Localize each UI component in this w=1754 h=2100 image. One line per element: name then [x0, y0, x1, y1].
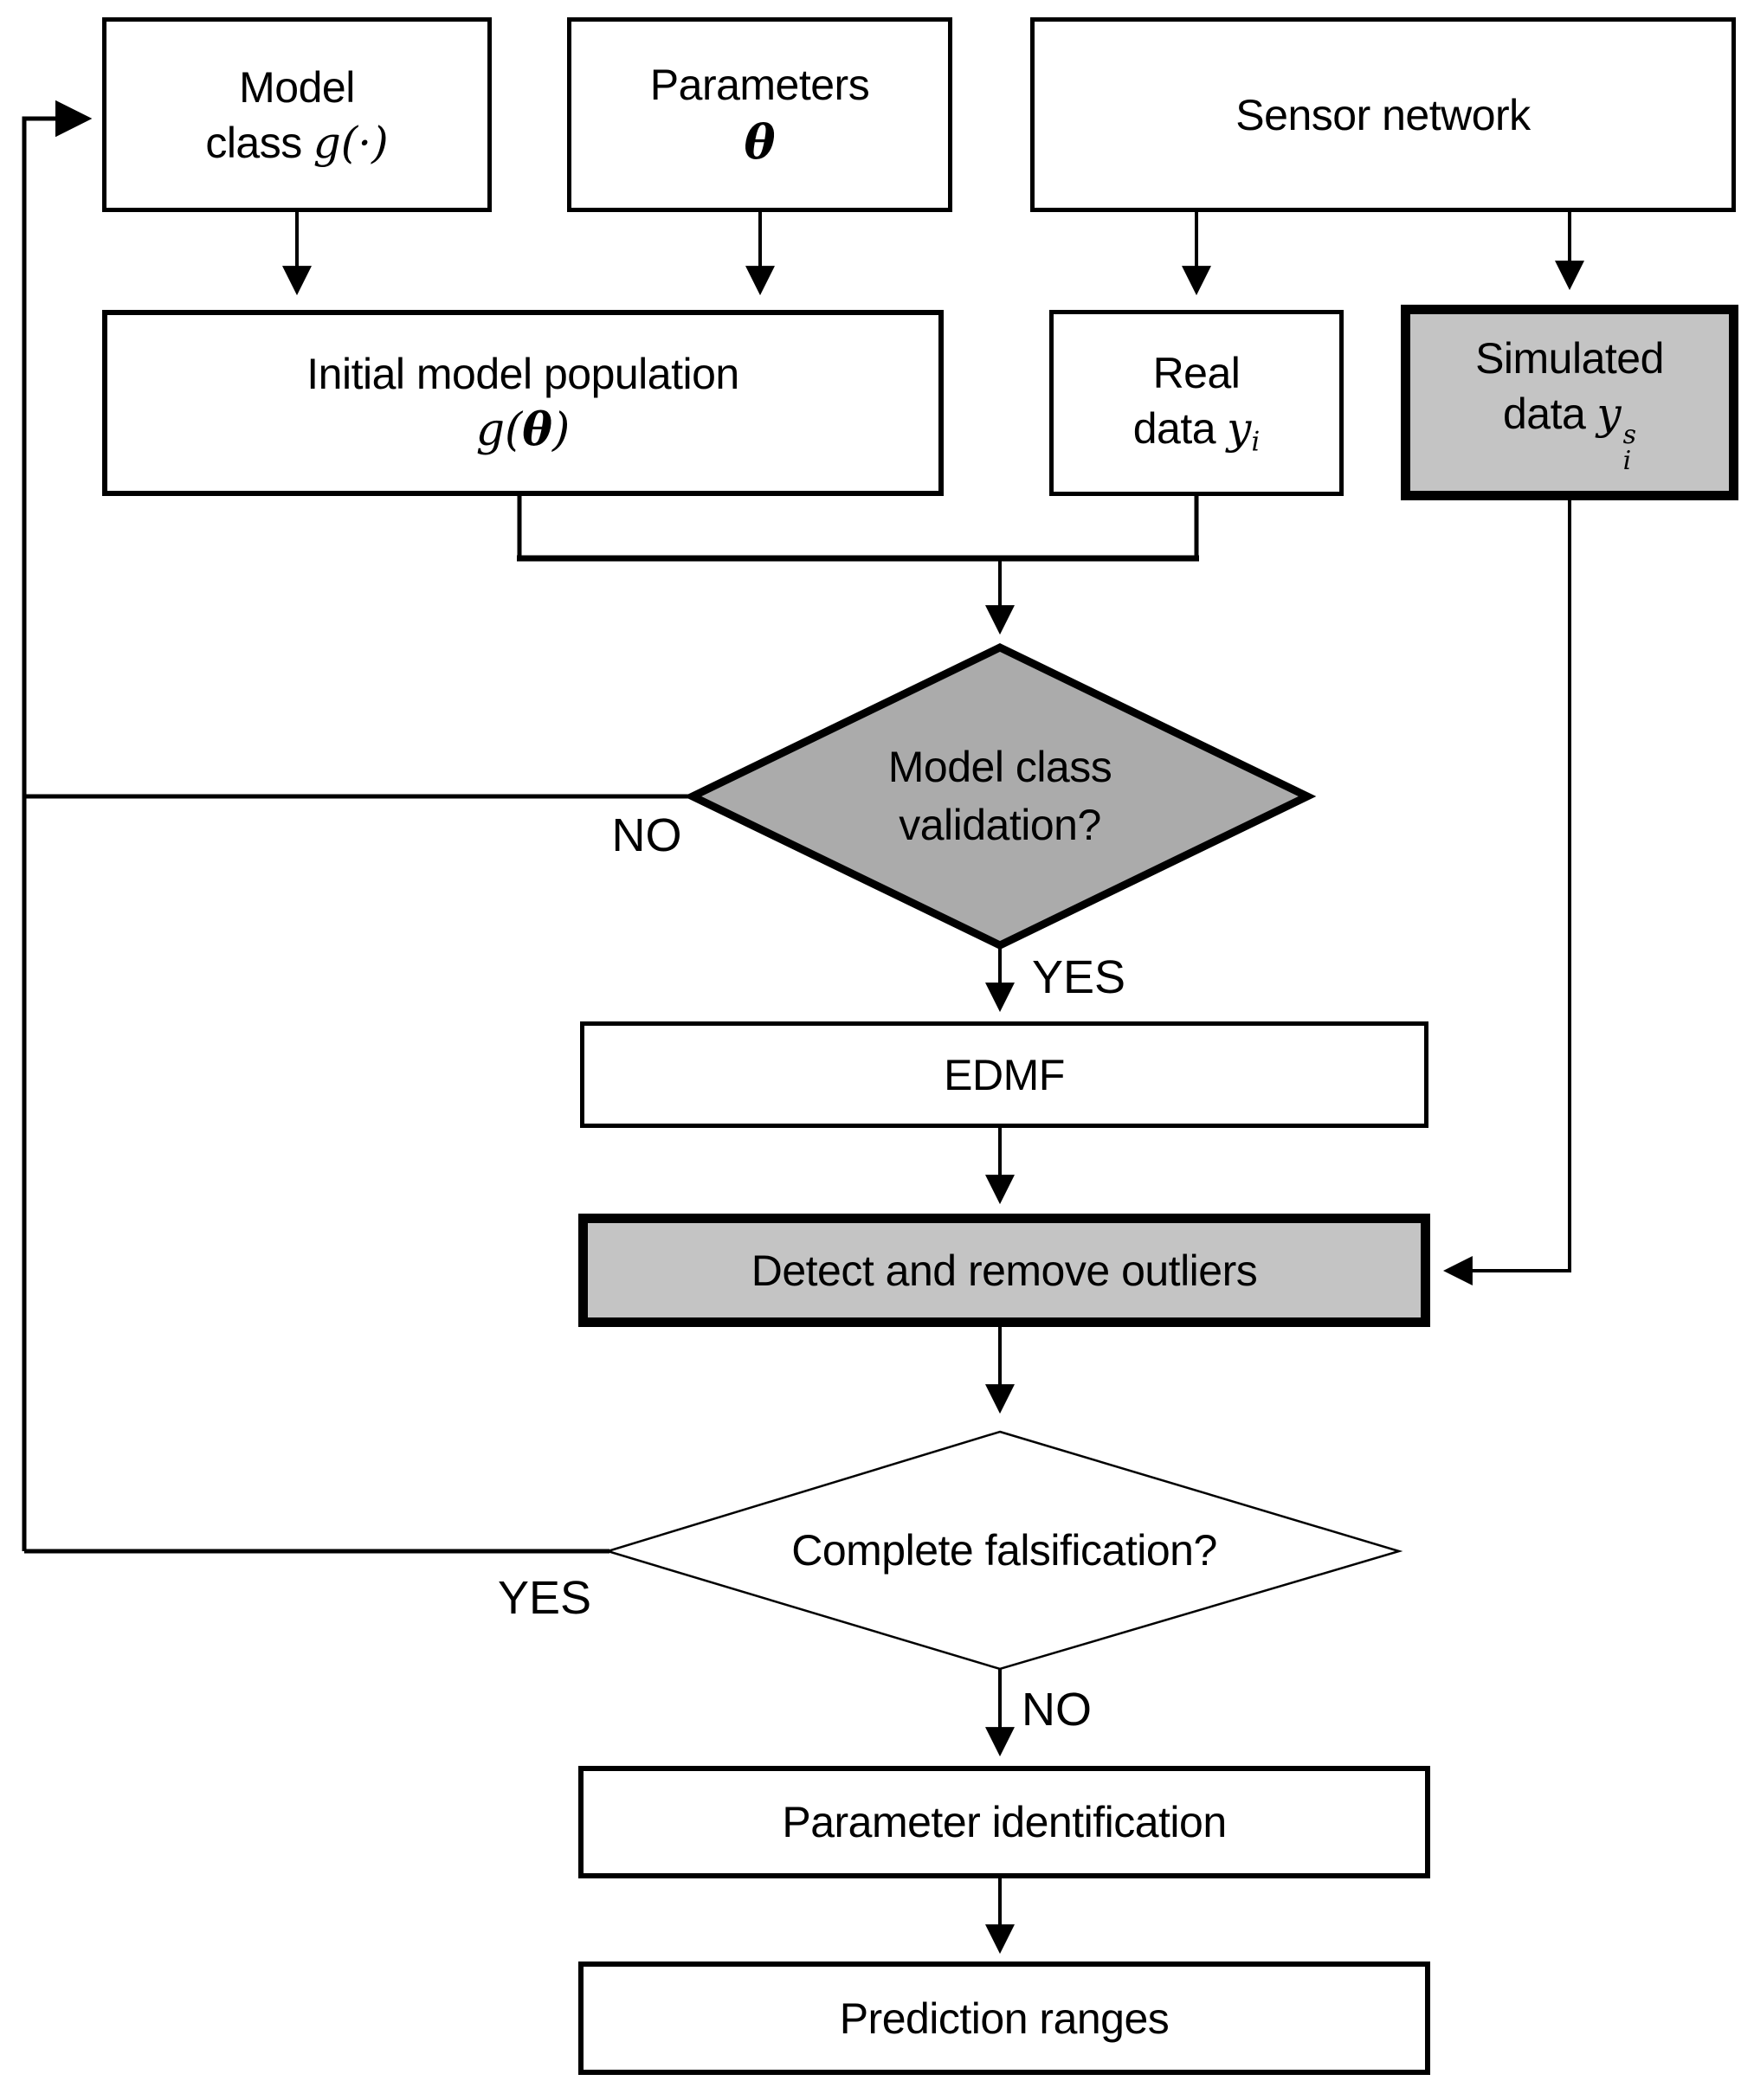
- parameters-theta-symbol: θ: [744, 113, 776, 170]
- initial-population-math-theta: θ: [522, 403, 552, 457]
- initial-population-math: g(θ): [476, 402, 571, 460]
- validation-decision-text: Model class validation?: [740, 736, 1260, 857]
- validation-yes-label: YES: [1032, 951, 1126, 1003]
- falsification-decision-text: Complete falsification?: [658, 1525, 1351, 1577]
- validation-no-label: NO: [611, 809, 682, 861]
- falsification-label: Complete falsification?: [791, 1526, 1217, 1575]
- falsification-no-label: NO: [1022, 1684, 1092, 1736]
- edmf-label: EDMF: [944, 1050, 1065, 1099]
- validation-line1: Model class: [887, 742, 1112, 791]
- real-data-math-sub: i: [1251, 427, 1261, 458]
- parameter-identification-label: Parameter identification: [782, 1798, 1227, 1846]
- prediction-ranges-box: Prediction ranges: [578, 1962, 1430, 2075]
- model-class-line1: Model: [239, 62, 355, 112]
- sensor-network-label: Sensor network: [1235, 90, 1531, 139]
- model-class-math: g(·): [313, 117, 389, 168]
- simulated-data-line1: Simulated: [1475, 334, 1664, 383]
- falsification-yes-label: YES: [498, 1572, 592, 1624]
- simulated-data-math-base: y: [1596, 389, 1622, 440]
- real-data-line2-text: data: [1132, 404, 1216, 454]
- real-data-math: yi: [1227, 401, 1260, 460]
- simulated-data-line2-text: data: [1503, 390, 1586, 439]
- simulated-data-math-sub: i: [1622, 445, 1632, 476]
- real-data-line1: Real: [1152, 349, 1241, 398]
- outliers-label: Detect and remove outliers: [751, 1246, 1258, 1295]
- parameter-identification-box: Parameter identification: [578, 1766, 1430, 1878]
- parameters-box: Parameters θ: [567, 17, 952, 212]
- validation-line2: validation?: [899, 801, 1101, 849]
- sensor-network-box: Sensor network: [1030, 17, 1736, 212]
- edge-simulated-to-outliers: [1442, 500, 1571, 1285]
- simulated-data-math-sup: s: [1622, 419, 1636, 450]
- real-data-math-base: y: [1227, 403, 1252, 454]
- edmf-box: EDMF: [580, 1021, 1428, 1128]
- initial-population-box: Initial model population g(θ): [102, 310, 944, 496]
- initial-population-math-close: ): [551, 404, 571, 457]
- model-class-line2-text: class: [205, 118, 302, 167]
- initial-population-line1: Initial model population: [306, 350, 739, 399]
- edge-feedback-to-model-class: [22, 100, 93, 1551]
- real-data-box: Real data yi: [1049, 310, 1344, 496]
- outliers-box: Detect and remove outliers: [578, 1214, 1430, 1327]
- model-class-box: Model class g(·): [102, 17, 492, 212]
- prediction-ranges-label: Prediction ranges: [839, 1994, 1170, 2043]
- parameters-line1: Parameters: [649, 60, 870, 109]
- initial-population-math-open: g(: [475, 404, 523, 457]
